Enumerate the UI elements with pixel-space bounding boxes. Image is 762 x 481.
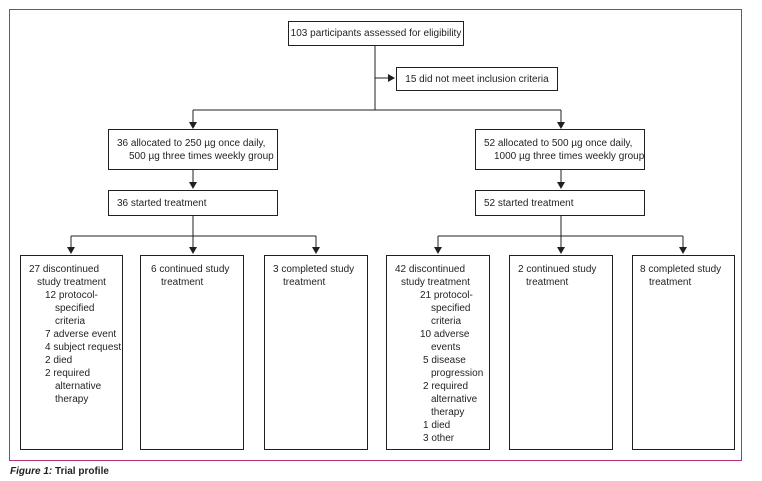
outcome-line: criteria	[55, 316, 86, 327]
outcome-line: treatment	[161, 277, 204, 288]
right-allocation-line: 52 allocated to 500 µg once daily,	[484, 138, 633, 149]
left-started-text: 36 started treatment	[117, 198, 207, 209]
outcome-line: 7 adverse event	[45, 329, 117, 340]
outcome-line: therapy	[431, 407, 465, 418]
outcome-line: 5 disease	[423, 355, 466, 366]
outcome-line: 2 required	[423, 381, 469, 392]
outcome-line: 42 discontinued	[395, 264, 466, 275]
left-completed-box: 3 completed study treatment	[264, 255, 368, 450]
outcome-line: study treatment	[37, 277, 106, 288]
assessed-text: 103 participants assessed for eligibilit…	[290, 28, 462, 39]
outcome-line: treatment	[526, 277, 569, 288]
right-allocation-box: 52 allocated to 500 µg once daily, 1000 …	[475, 129, 645, 170]
right-discontinued-box: 42 discontinued study treatment 21 proto…	[386, 255, 490, 450]
outcome-line: 4 subject request	[45, 342, 122, 353]
outcome-line: 10 adverse	[420, 329, 470, 340]
left-allocation-box: 36 allocated to 250 µg once daily, 500 µ…	[108, 129, 278, 170]
right-completed-box: 8 completed study treatment	[632, 255, 735, 450]
outcome-line: 2 required	[45, 368, 91, 379]
outcome-line: 27 discontinued	[29, 264, 100, 275]
outcome-line: 3 completed study	[273, 264, 355, 275]
outcome-line: 6 continued study	[151, 264, 230, 275]
figure-title: Trial profile	[55, 466, 109, 477]
outcome-line: alternative	[55, 381, 102, 392]
outcome-line: treatment	[283, 277, 326, 288]
left-continued-box: 6 continued study treatment	[140, 255, 244, 450]
figure-label: Figure 1:	[10, 466, 53, 477]
outcome-line: 3 other	[423, 433, 455, 444]
left-allocation-line: 36 allocated to 250 µg once daily,	[117, 138, 266, 149]
figure-frame	[9, 9, 742, 461]
outcome-line: study treatment	[401, 277, 470, 288]
outcome-line: progression	[431, 368, 484, 379]
outcome-line: 2 died	[45, 355, 73, 366]
figure-caption: Figure 1: Trial profile	[10, 466, 109, 478]
right-continued-box: 2 continued study treatment	[509, 255, 613, 450]
outcome-line: 2 continued study	[518, 264, 597, 275]
left-discontinued-box: 27 discontinued study treatment 12 proto…	[20, 255, 123, 450]
outcome-line: specified	[431, 303, 471, 314]
outcome-line: specified	[55, 303, 95, 314]
excluded-box: 15 did not meet inclusion criteria	[396, 67, 558, 91]
outcome-line: events	[431, 342, 461, 353]
outcome-line: 12 protocol-	[45, 290, 98, 301]
right-started-text: 52 started treatment	[484, 198, 574, 209]
outcome-line: 21 protocol-	[420, 290, 473, 301]
right-started-box: 52 started treatment	[475, 190, 645, 216]
outcome-line: treatment	[649, 277, 692, 288]
assessed-box: 103 participants assessed for eligibilit…	[288, 21, 464, 46]
outcome-line: 1 died	[423, 420, 451, 431]
left-allocation-line: 500 µg three times weekly group	[129, 151, 274, 162]
left-started-box: 36 started treatment	[108, 190, 278, 216]
outcome-line: alternative	[431, 394, 478, 405]
outcome-line: criteria	[431, 316, 462, 327]
right-allocation-line: 1000 µg three times weekly group	[494, 151, 645, 162]
outcome-line: 8 completed study	[640, 264, 722, 275]
excluded-text: 15 did not meet inclusion criteria	[405, 73, 549, 85]
outcome-line: therapy	[55, 394, 89, 405]
